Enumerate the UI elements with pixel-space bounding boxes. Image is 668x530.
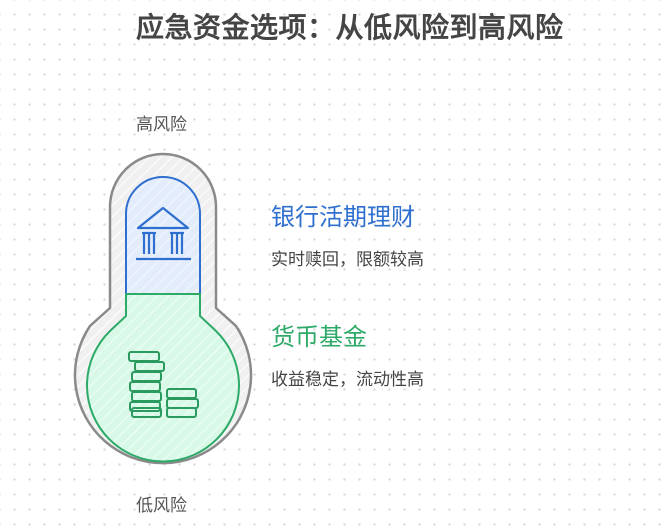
bank-segment [125,176,201,295]
diagram-title: 应急资金选项：从低风险到高风险 [136,11,564,44]
money-fund-segment [86,293,240,463]
bank-current-wealth-description: 实时赎回，限额较高 [271,250,424,270]
coins-icon [128,351,199,418]
bank-current-wealth-title: 银行活期理财 [271,203,415,231]
money-fund-description: 收益稳定，流动性高 [271,370,424,390]
bank-icon [136,206,191,261]
low-risk-label: 低风险 [136,496,187,516]
money-fund-title: 货币基金 [271,323,367,351]
high-risk-label: 高风险 [136,115,187,135]
